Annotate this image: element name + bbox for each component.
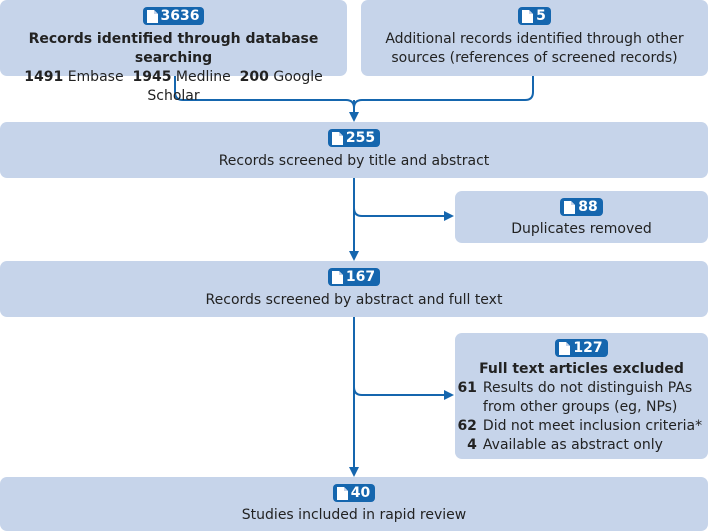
reason-count: 62 xyxy=(457,417,477,434)
count-badge: 5 xyxy=(518,7,551,25)
exclusion-reason: 61 Results do not distinguish PAs from o… xyxy=(453,379,702,417)
screened-full-box: 167 Records screened by abstract and ful… xyxy=(0,261,708,317)
branch-to-duplicates xyxy=(353,178,454,221)
screened-title-count: 255 xyxy=(345,129,376,146)
reason-text: Did not meet inclusion criteria* xyxy=(482,417,703,434)
count-badge: 167 xyxy=(327,268,381,286)
reason-text: from other groups (eg, NPs) xyxy=(482,398,678,415)
database-search-box: 3636 Records identified through database… xyxy=(0,0,347,104)
exclusion-reason: 62 Did not meet inclusion criteria* xyxy=(453,417,702,436)
additional-text-line-1: Additional records identified through ot… xyxy=(385,30,684,47)
database-count: 3636 xyxy=(160,7,200,24)
document-icon xyxy=(564,200,576,214)
duplicates-box: 88 Duplicates removed xyxy=(455,191,708,243)
excluded-title: Full text articles excluded xyxy=(479,360,684,377)
count-badge: 88 xyxy=(560,198,603,216)
reason-count: 4 xyxy=(467,436,477,453)
medline-count: 1945 xyxy=(132,68,172,85)
screened-title-box: 255 Records screened by title and abstra… xyxy=(0,122,708,178)
reason-text: Results do not distinguish PAs xyxy=(482,379,693,396)
document-icon xyxy=(336,486,348,500)
document-icon xyxy=(522,9,534,23)
medline-label: Medline xyxy=(175,68,231,85)
screened-full-count: 167 xyxy=(345,268,376,285)
document-icon xyxy=(331,131,343,145)
exclusion-reasons: 61 Results do not distinguish PAs from o… xyxy=(453,379,702,455)
included-text: Studies included in rapid review xyxy=(241,506,467,523)
duplicates-text: Duplicates removed xyxy=(511,220,652,237)
screened-full-text: Records screened by abstract and full te… xyxy=(205,291,503,308)
excluded-box: 127 Full text articles excluded 61 Resul… xyxy=(455,333,708,459)
google-scholar-label: Google Scholar xyxy=(147,68,323,104)
additional-records-box: 5 Additional records identified through … xyxy=(361,0,708,76)
reason-count: 61 xyxy=(457,379,477,396)
count-badge: 127 xyxy=(555,339,608,357)
count-badge: 255 xyxy=(327,129,381,147)
branch-to-excluded xyxy=(353,317,454,400)
document-icon xyxy=(146,9,158,23)
excluded-count: 127 xyxy=(573,339,603,356)
database-sources: 1491 Embase 1945 Medline 200 Google Scho… xyxy=(0,68,347,106)
document-icon xyxy=(559,341,571,355)
additional-count: 5 xyxy=(536,7,546,24)
count-badge: 40 xyxy=(332,484,376,502)
embase-count: 1491 xyxy=(24,68,64,85)
embase-label: Embase xyxy=(67,68,124,85)
included-box: 40 Studies included in rapid review xyxy=(0,477,708,531)
duplicates-count: 88 xyxy=(578,198,598,215)
reason-text: Available as abstract only xyxy=(482,436,663,453)
database-title: Records identified through database sear… xyxy=(28,30,319,66)
count-badge: 3636 xyxy=(142,7,205,25)
document-icon xyxy=(331,270,343,284)
screened-title-text: Records screened by title and abstract xyxy=(218,152,490,169)
google-scholar-count: 200 xyxy=(239,68,269,85)
additional-text-line-2: sources (references of screened records) xyxy=(391,49,678,66)
included-count: 40 xyxy=(350,484,371,501)
exclusion-reason: 4 Available as abstract only xyxy=(453,436,702,455)
